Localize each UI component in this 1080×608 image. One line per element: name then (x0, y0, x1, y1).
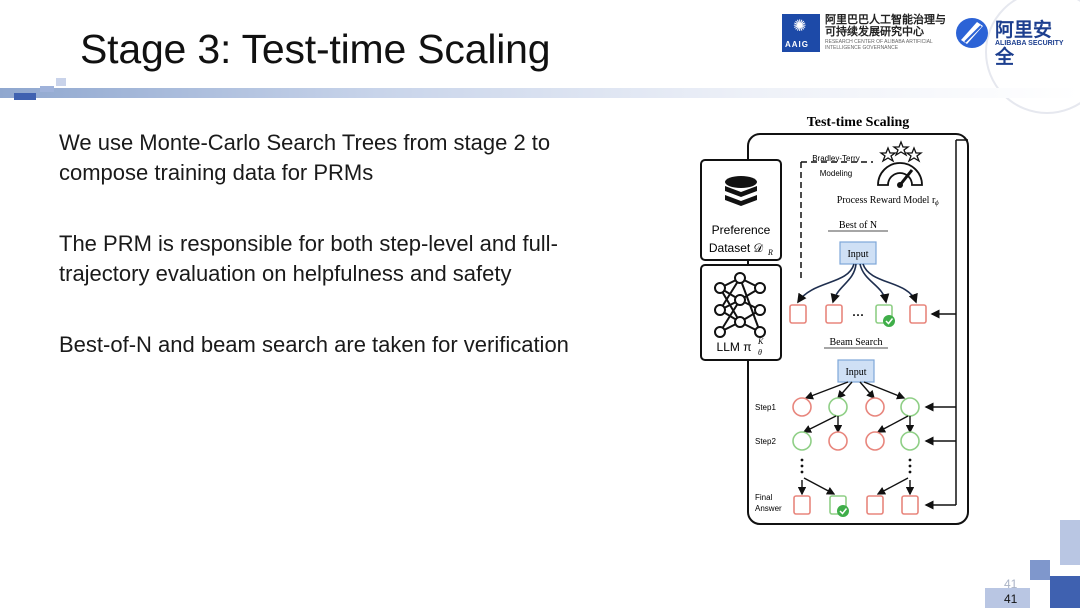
input-label: Input (847, 249, 868, 260)
security-shield-icon (956, 18, 988, 48)
step2-label: Step2 (755, 437, 776, 446)
test-time-scaling-diagram: Test-time Scaling Preference Dataset 𝒟 R… (700, 115, 969, 525)
final-answer-boxes (793, 495, 919, 515)
bullet-line: trajectory evaluation on helpfulness and… (59, 261, 512, 286)
llm-subscript: θ (758, 348, 762, 357)
prm-subscript: ϕ (935, 199, 939, 207)
best-of-n-candidates: ··· (789, 304, 927, 327)
candidate-box (825, 304, 843, 324)
preference-dataset-box (700, 159, 782, 261)
bullet-line: The PRM is responsible for both step-lev… (59, 231, 558, 256)
title-underline-bar (0, 88, 1080, 98)
prm-label: Process Reward Model r (837, 195, 936, 206)
step1-nodes (792, 397, 920, 417)
slide-title: Stage 3: Test-time Scaling (80, 26, 551, 72)
answer-label: Answer (755, 504, 782, 513)
aaig-logo: ✺ AAIG 阿里巴巴人工智能治理与可持续发展研究中心 RESEARCH CEN… (782, 14, 952, 54)
bullet-line: We use Monte-Carlo Search Trees from sta… (59, 130, 551, 155)
title-bar-block (40, 86, 54, 92)
security-logo-chinese: 阿里安全 (995, 20, 1053, 68)
bullet-line: compose training data for PRMs (59, 160, 374, 185)
security-logo-english: ALIBABA SECURITY (995, 40, 1064, 47)
dataset-subscript: R (767, 248, 773, 257)
title-bar-block (14, 93, 36, 100)
aaig-logo-mark: ✺ AAIG (782, 14, 820, 52)
corner-decoration (1030, 560, 1050, 580)
diagram-title: Test-time Scaling (807, 115, 910, 130)
title-bar-block (56, 78, 66, 86)
ellipsis: ··· (852, 308, 864, 322)
input-label: Input (845, 367, 866, 378)
neural-network-icon (714, 272, 766, 338)
preference-label: Preference (712, 223, 771, 237)
candidate-box (789, 304, 807, 324)
gauge-icon (877, 162, 923, 188)
candidate-box (909, 304, 927, 324)
input-box-best-of-n (839, 241, 877, 265)
modeling-label: Modeling (820, 169, 852, 178)
bradley-terry-label: Bradley-Terry (812, 154, 860, 163)
llm-superscript: K (757, 337, 764, 346)
database-icon (725, 176, 757, 206)
bullet-line: Best-of-N and beam search are taken for … (59, 332, 569, 357)
input-box-beam-search (837, 359, 875, 383)
page-number-ghost: 41 (1004, 577, 1018, 591)
page-number: 41 (1004, 592, 1018, 606)
corner-decoration (1050, 576, 1080, 608)
dataset-label: Dataset 𝒟 (709, 241, 764, 255)
best-of-n-label: Best of N (839, 220, 877, 231)
check-icon (883, 315, 895, 327)
beam-search-label: Beam Search (829, 337, 882, 348)
aaig-logo-english: RESEARCH CENTER OF ALIBABA ARTIFICIAL IN… (825, 39, 933, 51)
corner-decoration (985, 588, 1030, 608)
step1-label: Step1 (755, 403, 776, 412)
final-label: Final (755, 493, 773, 502)
vertical-ellipsis (800, 458, 912, 474)
alibaba-security-logo: 阿里安全 ALIBABA SECURITY (955, 12, 1070, 68)
stars-icon (879, 140, 923, 163)
llm-label: LLM π (717, 340, 752, 354)
corner-decoration (1060, 520, 1080, 565)
aaig-logo-chinese: 阿里巴巴人工智能治理与可持续发展研究中心 (825, 14, 946, 38)
step2-nodes (792, 431, 920, 451)
check-icon (837, 505, 849, 517)
